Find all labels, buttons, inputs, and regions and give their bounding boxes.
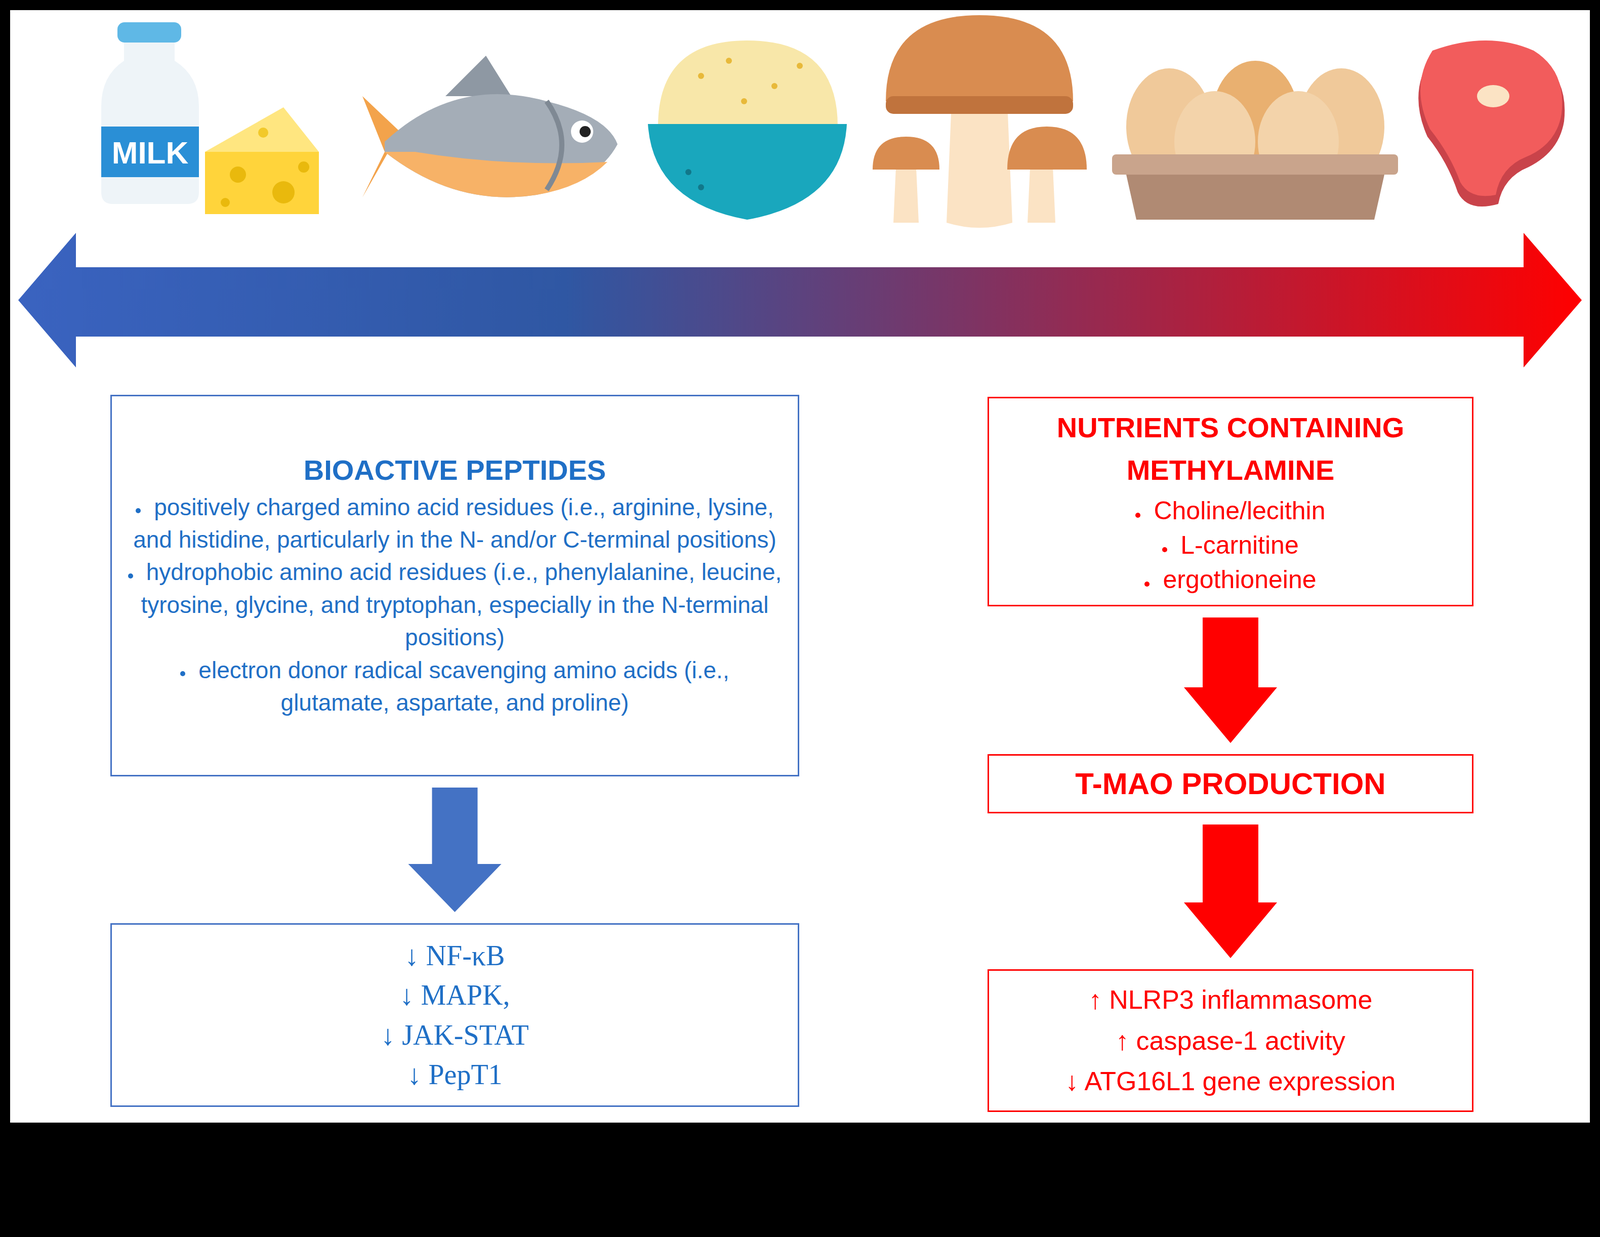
rice-bowl-icon <box>771 83 778 90</box>
bullet-dot <box>1162 547 1168 553</box>
bottle-label: MILK <box>101 132 199 174</box>
mushroom-icon <box>946 101 1013 228</box>
text-row: ↑ caspase-1 activity <box>1004 1020 1457 1062</box>
mushroom-icon <box>885 96 1074 114</box>
text-row: ↓ PepT1 <box>127 1054 783 1095</box>
text-row: ↓ ATG16L1 gene expression <box>1004 1060 1457 1102</box>
block-arrow <box>1183 824 1278 959</box>
text-row: ↑ NLRP3 inflammasome <box>1004 979 1457 1021</box>
text-row: positively charged amino acid residues (… <box>127 490 783 557</box>
box-text: electron donor radical scavenging amino … <box>198 657 729 716</box>
cheese-icon <box>204 107 319 152</box>
rice-bowl-icon <box>647 124 847 220</box>
rice-bowl-icon <box>685 169 692 176</box>
text-row: ↓ JAK-STAT <box>127 1015 783 1055</box>
text-row: hydrophobic amino acid residues (i.e., p… <box>127 555 783 654</box>
box-text: ↓ ATG16L1 gene expression <box>1065 1066 1396 1096</box>
box-text: ↓ JAK-STAT <box>380 1019 529 1051</box>
bullet-dot <box>1144 581 1150 587</box>
fish-icon <box>362 55 618 198</box>
milk-bottle-icon <box>101 22 199 204</box>
egg-carton-icon <box>1112 154 1399 175</box>
rice-bowl-icon <box>796 62 803 69</box>
mushroom-icon <box>893 167 919 223</box>
text-row: NUTRIENTS CONTAINING METHYLAMINE <box>1004 406 1457 492</box>
cheese-icon <box>204 107 319 215</box>
rice-bowl-icon <box>741 98 748 105</box>
box-heading: BIOACTIVE PEPTIDES <box>303 454 606 486</box>
egg-carton-icon <box>1126 174 1385 220</box>
text-row: L-carnitine <box>1004 527 1457 563</box>
fish-icon <box>384 151 608 198</box>
box-text: ↑ caspase-1 activity <box>1115 1026 1346 1056</box>
box-text: ↓ PepT1 <box>406 1058 503 1091</box>
milk-bottle-icon <box>101 42 199 204</box>
cheese-icon <box>298 161 310 173</box>
text-row: ↓ MAPK, <box>127 975 783 1015</box>
egg-carton-icon <box>1112 60 1399 220</box>
mushroom-icon <box>885 15 1074 102</box>
box-text: Choline/lecithin <box>1153 496 1326 525</box>
bullet-dot <box>128 573 134 579</box>
text-row: T-MAO PRODUCTION <box>1004 765 1457 803</box>
block-arrow <box>408 787 502 913</box>
cheese-icon <box>229 166 246 183</box>
fish-icon <box>546 101 562 190</box>
steak-icon <box>1477 85 1510 108</box>
box-heading: NUTRIENTS CONTAINING METHYLAMINE <box>1056 411 1405 486</box>
mushroom-icon <box>1027 167 1056 223</box>
box-text: T-MAO PRODUCTION <box>1075 766 1386 801</box>
cheese-icon <box>272 181 295 204</box>
rice-bowl-icon <box>658 40 838 127</box>
effect-box: ↓ NF-κB ↓ MAPK, ↓ JAK-STAT ↓ PepT1 <box>110 923 800 1107</box>
cheese-icon <box>258 127 269 138</box>
fish-icon <box>445 55 512 97</box>
cheese-icon <box>204 151 319 215</box>
fish-icon <box>384 94 618 198</box>
text-row: ↓ NF-κB <box>127 935 783 976</box>
text-row: electron donor radical scavenging amino … <box>127 653 783 720</box>
rice-bowl-icon <box>698 184 705 191</box>
box-text: ↓ NF-κB <box>404 939 506 972</box>
rice-bowl-icon <box>725 57 732 64</box>
box-text: L-carnitine <box>1180 530 1299 560</box>
box-text: ↑ NLRP3 inflammasome <box>1088 985 1373 1015</box>
box-text: ↓ MAPK, <box>399 979 511 1011</box>
fish-icon <box>570 120 594 143</box>
steak-icon <box>1420 40 1563 196</box>
peptide-box: BIOACTIVE PEPTIDES positively charged ami… <box>110 394 800 777</box>
rice-bowl-icon <box>647 40 847 220</box>
cheese-icon <box>220 197 230 208</box>
mushroom-icon <box>872 15 1087 228</box>
box-text: ergothioneine <box>1162 565 1317 594</box>
process-box: T-MAO PRODUCTION <box>987 754 1474 814</box>
bullet-dot <box>1135 512 1141 518</box>
box-text: positively charged amino acid residues (… <box>133 494 777 553</box>
text-row: Choline/lecithin <box>1004 493 1457 528</box>
text-row: ergothioneine <box>1004 562 1457 597</box>
text-row: BIOACTIVE PEPTIDES <box>127 452 783 488</box>
nutrient-box: NUTRIENTS CONTAINING METHYLAMINE Choline/… <box>987 396 1474 607</box>
bullet-dot <box>135 508 141 514</box>
rice-bowl-icon <box>698 72 705 79</box>
spectrum-arrow <box>18 232 1582 368</box>
bullet-dot <box>180 671 186 677</box>
mushroom-icon <box>872 136 940 170</box>
effect-box: ↑ NLRP3 inflammasome ↑ caspase-1 activity… <box>987 969 1474 1113</box>
milk-bottle-icon <box>101 126 199 178</box>
box-text: hydrophobic amino acid residues (i.e., p… <box>140 558 782 651</box>
steak-icon <box>1418 40 1565 207</box>
milk-bottle-icon <box>117 22 182 43</box>
mushroom-icon <box>1007 126 1087 170</box>
block-arrow <box>1183 617 1278 744</box>
fish-icon <box>579 126 591 138</box>
